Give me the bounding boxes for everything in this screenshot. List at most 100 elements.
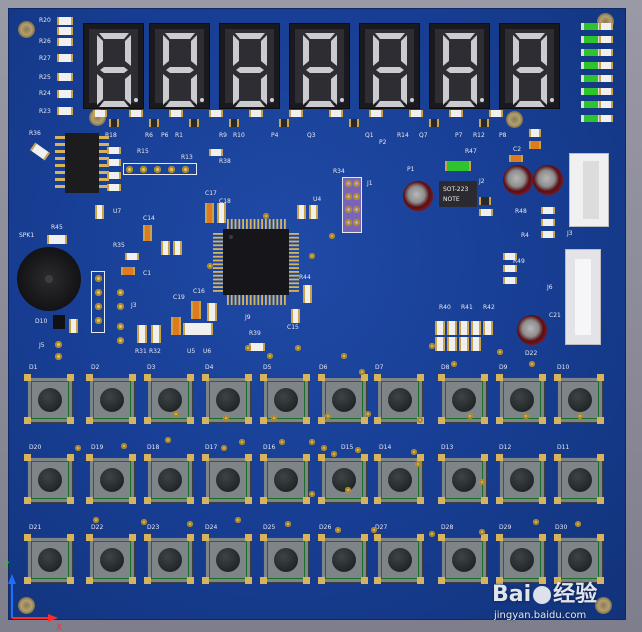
- tactile-button: [496, 534, 546, 584]
- resistor-u3-2: [107, 159, 121, 166]
- via: [429, 343, 435, 349]
- header-j1-pin-3: [345, 193, 352, 200]
- label-u5: U5: [187, 348, 196, 355]
- label-q7: Q7: [419, 132, 428, 139]
- resistor-row-10: [449, 110, 463, 117]
- capacitor-c14: [143, 225, 152, 241]
- label-r24: R24: [39, 90, 51, 97]
- via: [271, 415, 277, 421]
- via: [533, 519, 539, 525]
- label-d10: D10: [35, 318, 48, 325]
- capacitor-c8: [529, 141, 541, 149]
- via: [429, 531, 435, 537]
- transistor-q-6: [349, 119, 359, 127]
- label-r39: R39: [249, 330, 261, 337]
- label-c1: C1: [143, 270, 152, 277]
- via: [355, 447, 361, 453]
- label-u7: U7: [113, 208, 122, 215]
- tactile-button: [318, 534, 368, 584]
- header-left-2-pin-2: [117, 303, 124, 310]
- resistor-right-7: [599, 101, 613, 108]
- capacitor-c17: [205, 203, 214, 223]
- via: [187, 521, 193, 527]
- label-r42: R42: [483, 304, 495, 311]
- tactile-button: [24, 454, 74, 504]
- label-btn-d16: D16: [263, 444, 276, 451]
- resistor-u3-5: [95, 205, 104, 219]
- header-j1-pin-6: [353, 206, 360, 213]
- label-spk1: SPK1: [19, 232, 35, 239]
- label-j5: J5: [39, 342, 45, 349]
- resistor-c8-pair: [529, 129, 541, 137]
- label-r12: R12: [473, 132, 485, 139]
- label-btn-d15: D15: [341, 444, 354, 451]
- capacitor-c3-electrolytic: [533, 165, 563, 195]
- via: [165, 437, 171, 443]
- via: [451, 361, 457, 367]
- capacitor-c15: [291, 309, 300, 323]
- label-c18: C18: [219, 198, 231, 205]
- label-r36: R36: [29, 130, 41, 137]
- label-btn-d17: D17: [205, 444, 218, 451]
- header-left-2-pin-4: [117, 337, 124, 344]
- capacitor-c16: [191, 301, 201, 319]
- resistor-array-1: [435, 321, 445, 335]
- resistor-r20: [57, 17, 73, 25]
- watermark-brand-latin: Bai: [492, 582, 532, 607]
- label-btn-d19: D19: [91, 444, 104, 451]
- seven-segment-display-7: [499, 23, 560, 109]
- label-r34: R34: [333, 168, 345, 175]
- resistor-row-11: [489, 110, 503, 117]
- via: [223, 415, 229, 421]
- via: [335, 527, 341, 533]
- via: [279, 439, 285, 445]
- resistor-right-4: [599, 62, 613, 69]
- resistor-row-9: [409, 110, 423, 117]
- label-r4: R4: [521, 232, 529, 239]
- label-btn-d2: D2: [91, 364, 100, 371]
- svg-text:Y: Y: [3, 561, 10, 571]
- label-r31: R31: [135, 348, 147, 355]
- resistor-r33: [161, 241, 170, 255]
- resistor-u3-4: [107, 184, 121, 191]
- header-p1-outline: [123, 163, 197, 175]
- label-c16: C16: [193, 288, 205, 295]
- mounting-hole-top-left: [18, 21, 35, 38]
- label-btn-d22: D22: [91, 524, 104, 531]
- resistor-right-8: [599, 115, 613, 122]
- label-btn-d26: D26: [319, 524, 332, 531]
- label-u6: U6: [203, 348, 212, 355]
- tactile-button: [438, 534, 488, 584]
- capacitor-c2-electrolytic: [503, 165, 533, 195]
- capacitor-c19: [171, 317, 181, 335]
- label-btn-d10: D10: [557, 364, 570, 371]
- label-btn-d20: D20: [29, 444, 42, 451]
- header-p1-pin-5: [182, 166, 189, 173]
- tactile-button: [374, 374, 424, 424]
- tactile-button: [554, 454, 604, 504]
- via: [267, 353, 273, 359]
- connector-j3-slot: [583, 161, 599, 219]
- tactile-button: [554, 374, 604, 424]
- label-c14: C14: [143, 215, 155, 222]
- label-btn-d29: D29: [499, 524, 512, 531]
- resistor-near-mcu-1: [297, 205, 306, 219]
- header-left-pin-3: [95, 303, 102, 310]
- via: [341, 353, 347, 359]
- via: [479, 529, 485, 535]
- via: [577, 413, 583, 419]
- header-j1-pin-2: [353, 180, 360, 187]
- resistor-array-3: [459, 321, 469, 335]
- label-r13: R13: [181, 154, 193, 161]
- resistor-u3-3: [107, 172, 121, 179]
- via: [285, 521, 291, 527]
- via: [497, 349, 503, 355]
- tactile-button: [24, 534, 74, 584]
- seven-segment-display-1: [83, 23, 144, 109]
- capacitor-c21-electrolytic: [517, 315, 547, 345]
- capacitor-c1-electrolytic: [403, 181, 433, 211]
- label-btn-d18: D18: [147, 444, 160, 451]
- label-r10: R10: [233, 132, 245, 139]
- ic-u3-soic: [65, 133, 99, 193]
